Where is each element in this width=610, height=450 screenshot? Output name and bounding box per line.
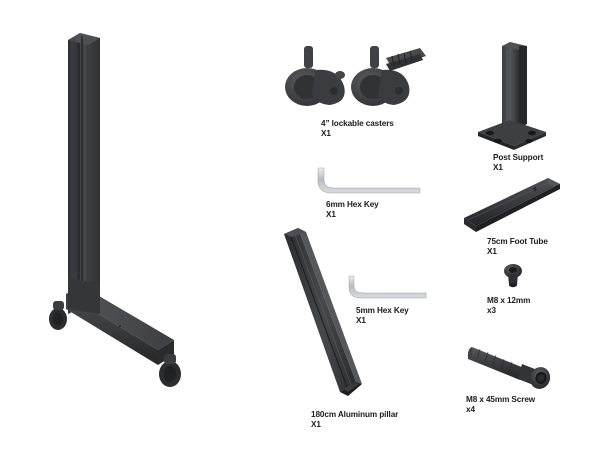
caster-label: 4” lockable casters X1 bbox=[321, 119, 394, 140]
bolt-m8-12-qty: x3 bbox=[487, 306, 496, 316]
foot-tube-label: 75cm Foot Tube X1 bbox=[487, 237, 548, 258]
button-head-bolt-icon bbox=[498, 262, 530, 292]
screw-socket-head bbox=[518, 364, 551, 389]
hex-key-6mm-qty: X1 bbox=[326, 210, 336, 220]
pillar-label-text: 180cm Aluminum pillar bbox=[311, 410, 399, 419]
hex-key-6mm-label-text: 6mm Hex Key bbox=[326, 200, 379, 209]
hex-key-5mm-label-text: 5mm Hex Key bbox=[356, 306, 409, 315]
hex-key-5mm-qty: X1 bbox=[356, 316, 366, 326]
stand-pillar bbox=[68, 33, 100, 314]
pillar-qty: X1 bbox=[311, 420, 321, 430]
post-support-icon bbox=[468, 40, 554, 150]
hex-key-icon-6mm bbox=[312, 166, 424, 196]
screw-m8-45-label: M8 x 45mm Screw x4 bbox=[466, 395, 535, 416]
post-support-qty: X1 bbox=[493, 163, 503, 173]
post-support-label-text: Post Support bbox=[493, 153, 544, 162]
caster-plain bbox=[285, 46, 345, 106]
stand-caster-front bbox=[159, 354, 181, 387]
bolt-m8-12-label-text: M8 x 12mm bbox=[487, 296, 531, 305]
caster-label-text: 4” lockable casters bbox=[321, 119, 394, 128]
aluminum-pillar-icon bbox=[278, 226, 374, 398]
foot-tube-icon bbox=[456, 176, 566, 234]
hex-key-icon-5mm bbox=[344, 274, 430, 300]
foot-tube-qty: X1 bbox=[487, 247, 497, 257]
pillar-open-end bbox=[340, 382, 362, 396]
hex-key-6mm-label: 6mm Hex Key X1 bbox=[326, 200, 379, 221]
pillar-label: 180cm Aluminum pillar X1 bbox=[311, 410, 398, 431]
bolt-m8-12-label: M8 x 12mm x3 bbox=[487, 296, 530, 317]
pillar-foot-joint bbox=[68, 278, 100, 314]
screw-m8-45-qty: x4 bbox=[466, 405, 475, 415]
caster-brake-lever bbox=[386, 48, 426, 71]
hex-key-5mm-label: 5mm Hex Key X1 bbox=[356, 306, 409, 327]
post-support-base-plate bbox=[478, 120, 546, 150]
socket-cap-screw-icon bbox=[466, 336, 558, 390]
stand-caster-rear bbox=[49, 301, 67, 330]
caster-qty: X1 bbox=[321, 129, 331, 139]
post-support-label: Post Support X1 bbox=[493, 153, 543, 174]
caster-icon bbox=[282, 42, 430, 114]
assembled-stand-illustration bbox=[24, 22, 244, 422]
foot-tube-label-text: 75cm Foot Tube bbox=[487, 237, 548, 246]
caster-lockable bbox=[351, 46, 426, 106]
screw-m8-45-label-text: M8 x 45mm Screw bbox=[466, 395, 536, 404]
